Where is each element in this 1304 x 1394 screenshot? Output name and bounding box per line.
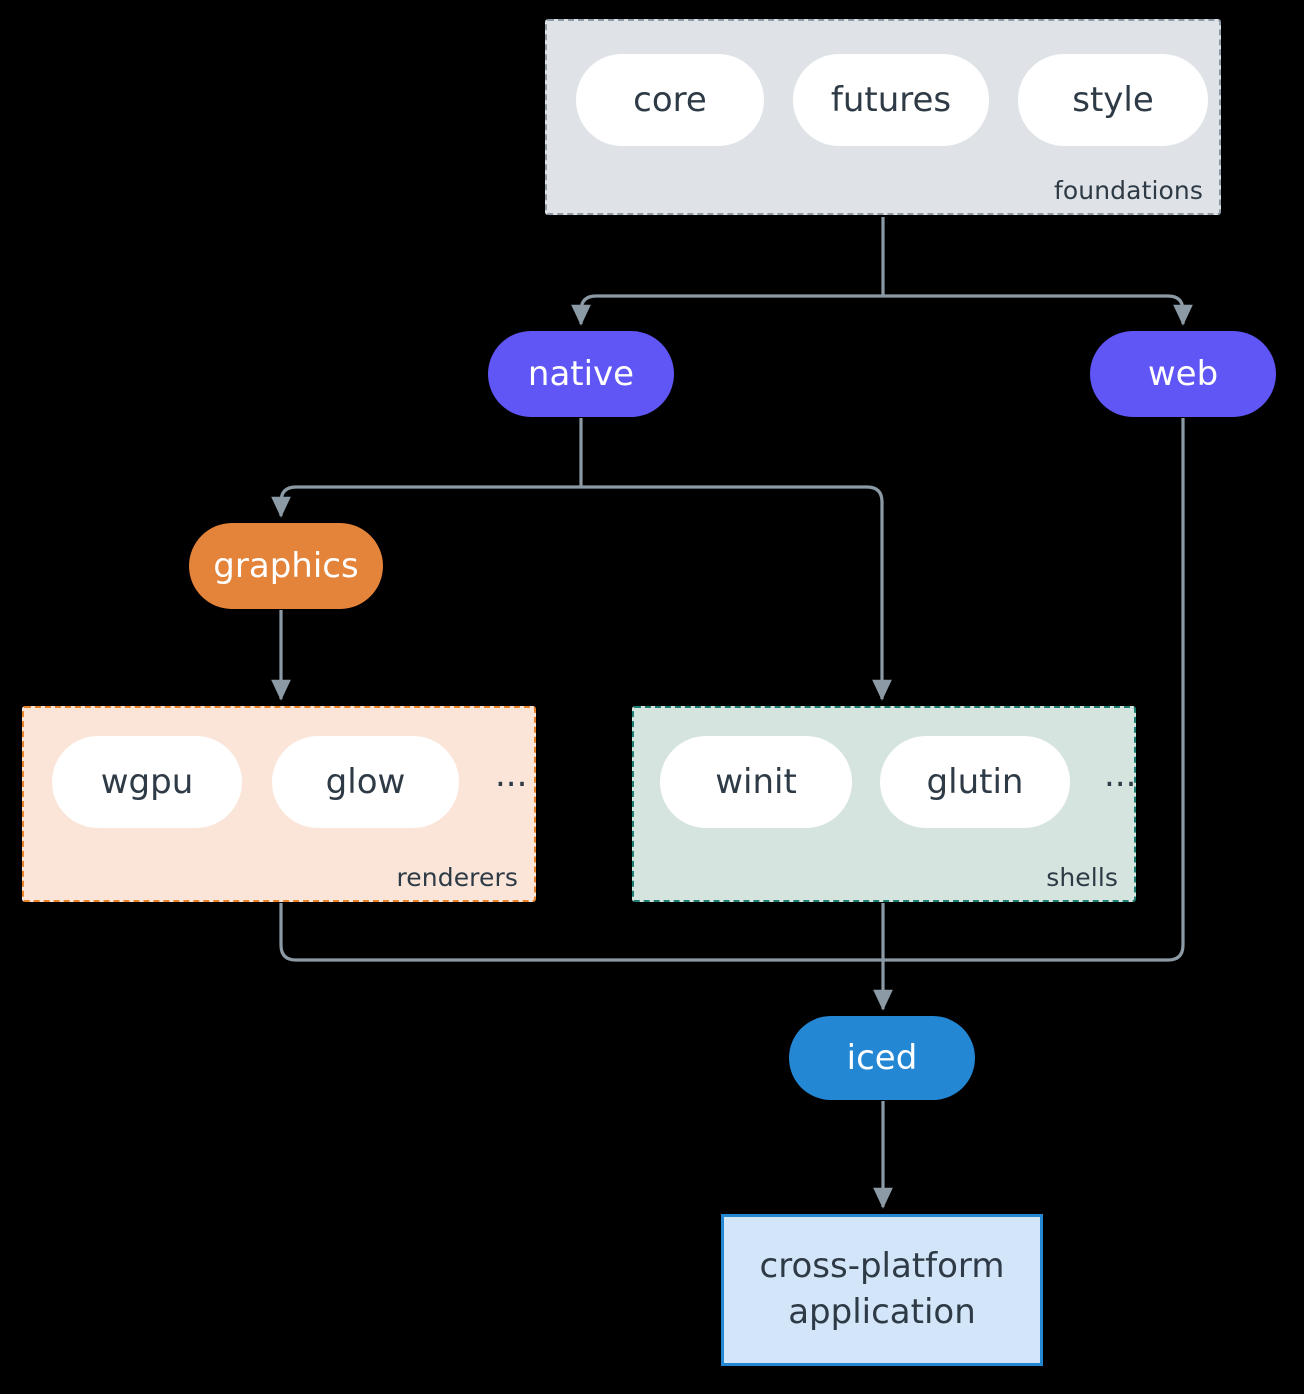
- node-winit[interactable]: winit: [660, 736, 852, 828]
- node-glutin[interactable]: glutin: [880, 736, 1070, 828]
- node-style[interactable]: style: [1018, 54, 1208, 146]
- group-foundations-items: core futures style: [576, 54, 1208, 146]
- group-renderers[interactable]: wgpu glow ... renderers: [22, 706, 536, 902]
- shells-overflow-ellipsis: ...: [1104, 755, 1137, 795]
- group-renderers-label: renderers: [396, 863, 518, 892]
- edge-foundations-to-web: [883, 294, 1193, 326]
- node-core[interactable]: core: [576, 54, 764, 146]
- node-glow[interactable]: glow: [272, 736, 459, 828]
- node-wgpu[interactable]: wgpu: [52, 736, 242, 828]
- edge-renderers-to-iced: [279, 903, 883, 962]
- edge-native-to-shells: [581, 485, 892, 701]
- application-label-line1: cross-platform: [759, 1246, 1005, 1287]
- node-iced[interactable]: iced: [789, 1016, 975, 1100]
- edge-foundations-to-native: [571, 294, 883, 326]
- node-graphics[interactable]: graphics: [189, 523, 383, 609]
- group-foundations[interactable]: core futures style foundations: [545, 19, 1221, 215]
- edge-native-to-graphics: [271, 485, 581, 518]
- group-shells-label: shells: [1046, 863, 1118, 892]
- renderers-overflow-ellipsis: ...: [495, 755, 528, 795]
- node-cross-platform-application[interactable]: cross-platform application: [721, 1214, 1043, 1366]
- node-futures[interactable]: futures: [793, 54, 989, 146]
- node-web[interactable]: web: [1090, 331, 1276, 417]
- group-shells[interactable]: winit glutin ... shells: [632, 706, 1136, 902]
- group-shells-items: winit glutin ...: [660, 736, 1136, 828]
- node-native[interactable]: native: [488, 331, 674, 417]
- application-label-line2: application: [788, 1292, 976, 1332]
- group-renderers-items: wgpu glow ...: [52, 736, 527, 828]
- group-foundations-label: foundations: [1054, 176, 1203, 205]
